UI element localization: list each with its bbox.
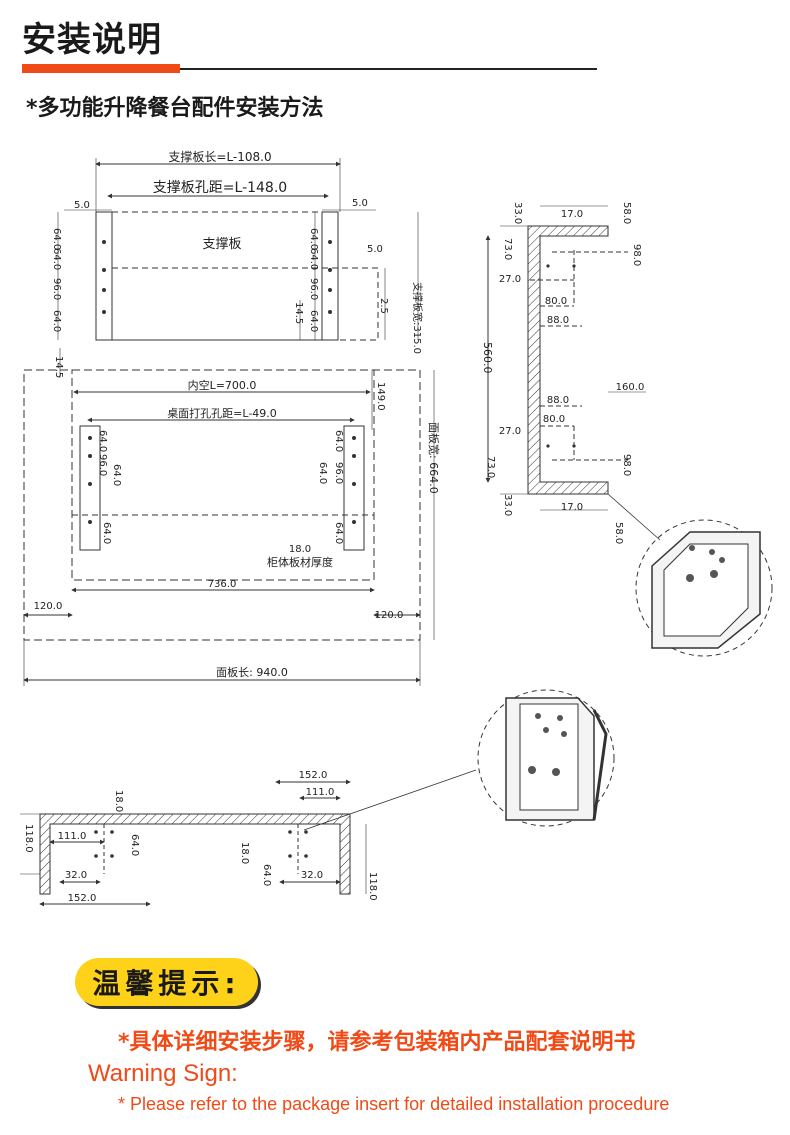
support-hole-label: 支撑板孔距=L-148.0	[153, 180, 287, 196]
detail-callout-top	[635, 519, 773, 657]
plan-view	[23, 158, 435, 686]
dim-label: 32.0	[301, 870, 323, 881]
dim-label: 27.0	[499, 274, 521, 285]
dim-label: 111.0	[306, 787, 335, 798]
installation-drawing: 支撑板长=L-108.0 支撑板孔距=L-148.0 5.0 5.0 5.0 支…	[20, 149, 773, 907]
plan-labels: 支撑板长=L-108.0 支撑板孔距=L-148.0 5.0 5.0 5.0 支…	[34, 149, 441, 679]
dim-label: 64.0	[333, 522, 344, 544]
dim-label: 17.0	[561, 209, 583, 220]
page-title: 安装说明	[22, 20, 162, 60]
dim-label: 27.0	[499, 426, 521, 437]
dim-label: 64.0	[111, 464, 122, 486]
support-width-label: 支撑板宽:315.0	[411, 282, 424, 354]
dim-label: 5.0	[367, 244, 383, 255]
inner-length-label: 内空L=700.0	[188, 378, 257, 392]
hole-distance-label: 桌面打孔孔距=L-49.0	[167, 406, 277, 420]
dim-label: 149.0	[375, 382, 386, 411]
bottom-labels: 152.0 111.0 18.0 118.0 111.0 64.0 18.0 3…	[23, 770, 378, 904]
dim-label: 118.0	[23, 824, 34, 853]
dim-label: 96.0	[308, 278, 319, 300]
tip-badge: 温馨提示:	[75, 958, 258, 1006]
dim-label: 152.0	[299, 770, 328, 781]
dim-label: 80.0	[543, 414, 565, 425]
title-divider	[22, 68, 597, 70]
dim-label: 152.0	[68, 893, 97, 904]
dim-label: 64.0	[51, 228, 62, 250]
dim-label: 58.0	[621, 202, 632, 224]
dim-label: 64.0	[261, 864, 272, 886]
dim-label: 64.0	[51, 310, 62, 332]
tip-chinese-text: *具体详细安装步骤，请参考包装箱内产品配套说明书	[118, 1030, 636, 1055]
dim-label: 96.0	[51, 278, 62, 300]
dim-label: 160.0	[616, 382, 645, 393]
dim-label: 98.0	[621, 454, 632, 476]
dim-label: 64.0	[308, 310, 319, 332]
dim-label: 120.0	[34, 601, 63, 612]
dim-label: 64.0	[51, 248, 62, 270]
tip-english-text: * Please refer to the package insert for…	[118, 1094, 670, 1114]
dim-label: 64.0	[129, 834, 140, 856]
dim-label: 120.0	[375, 610, 404, 621]
panel-width-label: 面板宽: 664.0	[427, 422, 441, 494]
dim-label: 33.0	[512, 202, 523, 224]
dim-label: 18.0	[289, 544, 311, 555]
dim-label: 58.0	[613, 522, 624, 544]
dim-label: 96.0	[97, 454, 108, 476]
bottom-view	[20, 779, 367, 907]
dim-label: 111.0	[58, 831, 87, 842]
dim-label: 96.0	[333, 462, 344, 484]
dim-label: 14.5	[293, 302, 304, 324]
dim-label: 64.0	[101, 522, 112, 544]
dim-label: 5.0	[352, 198, 368, 209]
side-labels: 33.0 17.0 58.0 73.0 98.0 27.0 80.0 88.0 …	[481, 202, 644, 544]
dim-label: 88.0	[547, 315, 569, 326]
dim-label: 18.0	[239, 842, 250, 864]
dim-label: 118.0	[367, 872, 378, 901]
dim-label: 64.0	[317, 462, 328, 484]
dim-label: 17.0	[561, 502, 583, 513]
title-accent-bar	[22, 64, 180, 73]
dim-label: 80.0	[545, 296, 567, 307]
tip-english-title: Warning Sign:	[88, 1060, 238, 1087]
dim-label: 5.0	[74, 200, 90, 211]
dim-label: 33.0	[502, 494, 513, 516]
dim-label: 64.0	[308, 248, 319, 270]
dim-label: 560.0	[481, 342, 494, 374]
thickness-label: 柜体板材厚度	[267, 555, 333, 569]
section-subtitle: *多功能升降餐台配件安装方法	[26, 96, 324, 121]
dim-label: 73.0	[502, 238, 513, 260]
dim-label: 14.5	[53, 356, 64, 378]
panel-length-label: 面板长: 940.0	[216, 665, 288, 679]
support-length-label: 支撑板长=L-108.0	[168, 149, 271, 164]
dim-label: 98.0	[631, 244, 642, 266]
dim-label: 32.0	[65, 870, 87, 881]
dim-label: 73.0	[485, 456, 496, 478]
dim-label: 64.0	[333, 430, 344, 452]
side-view	[485, 205, 661, 541]
support-board-label: 支撑板	[202, 237, 241, 252]
dim-label: 18.0	[113, 790, 124, 812]
dim-label: 736.0	[208, 579, 237, 590]
dim-label: 64.0	[308, 228, 319, 250]
dim-label: 64.0	[97, 430, 108, 452]
dim-label: 2.5	[378, 298, 389, 314]
dim-label: 88.0	[547, 395, 569, 406]
detail-callout-bottom	[303, 689, 615, 831]
